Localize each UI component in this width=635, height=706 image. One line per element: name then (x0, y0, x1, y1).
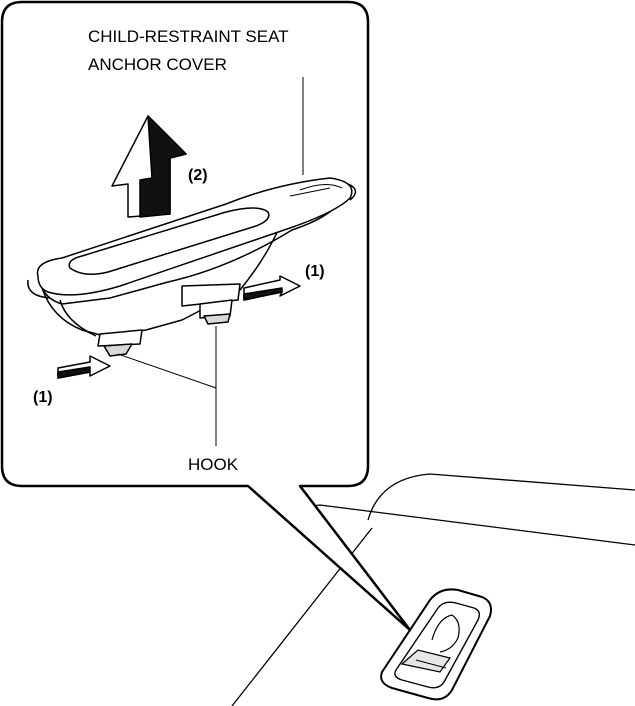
anchor-cover (27, 177, 357, 357)
up-arrow-icon (111, 115, 187, 218)
step-lift-label: (2) (188, 167, 208, 184)
part-name-label-2: ANCHOR COVER (88, 55, 227, 74)
anchor-opening (380, 588, 492, 701)
hook-label: HOOK (188, 455, 239, 474)
step-press-label-left: (1) (33, 389, 53, 406)
step-press-label-right: (1) (305, 263, 325, 280)
hook-leader-lines (117, 326, 217, 446)
right-arrow-icon (243, 275, 301, 301)
part-name-label: CHILD-RESTRAINT SEAT (88, 27, 289, 46)
right-arrow-icon (57, 355, 111, 379)
